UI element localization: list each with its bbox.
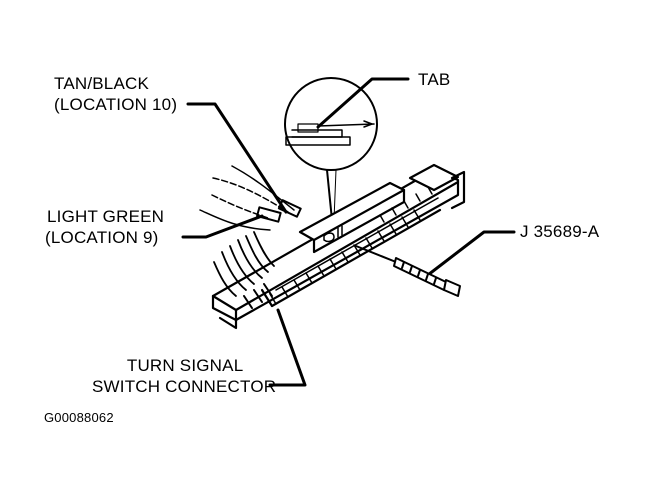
- figure-code: G00088062: [44, 410, 114, 425]
- tab-detail-magnifier: [284, 77, 378, 221]
- label-connector: TURN SIGNAL SWITCH CONNECTOR: [92, 355, 276, 397]
- leader-tab: [316, 77, 410, 129]
- label-tool: J 35689-A: [520, 222, 600, 241]
- label-connector-line1: TURN SIGNAL: [126, 356, 244, 375]
- wires: [199, 165, 302, 231]
- label-connector-line2: SWITCH CONNECTOR: [92, 377, 277, 396]
- motion-hatching: [213, 231, 275, 297]
- label-tab: TAB: [418, 70, 451, 89]
- leader-tool: [422, 230, 516, 280]
- connector-markings: [323, 225, 343, 243]
- leader-connector: [268, 308, 307, 387]
- label-light-green-line1: LIGHT GREEN: [47, 207, 165, 226]
- label-tan-black-line2: (LOCATION 10): [54, 95, 178, 114]
- label-light-green-line2: (LOCATION 9): [45, 228, 159, 247]
- leader-tan-black: [186, 102, 288, 214]
- label-tan-black-line1: TAN/BLACK: [54, 74, 150, 93]
- connector-cavities: [243, 186, 433, 309]
- label-light-green: LIGHT GREEN (LOCATION 9): [45, 206, 164, 248]
- leader-lines: [181, 77, 516, 387]
- connector-body: [211, 163, 466, 330]
- label-tan-black: TAN/BLACK (LOCATION 10): [54, 73, 177, 115]
- leader-light-green: [181, 214, 264, 239]
- tool-probe: [355, 245, 461, 297]
